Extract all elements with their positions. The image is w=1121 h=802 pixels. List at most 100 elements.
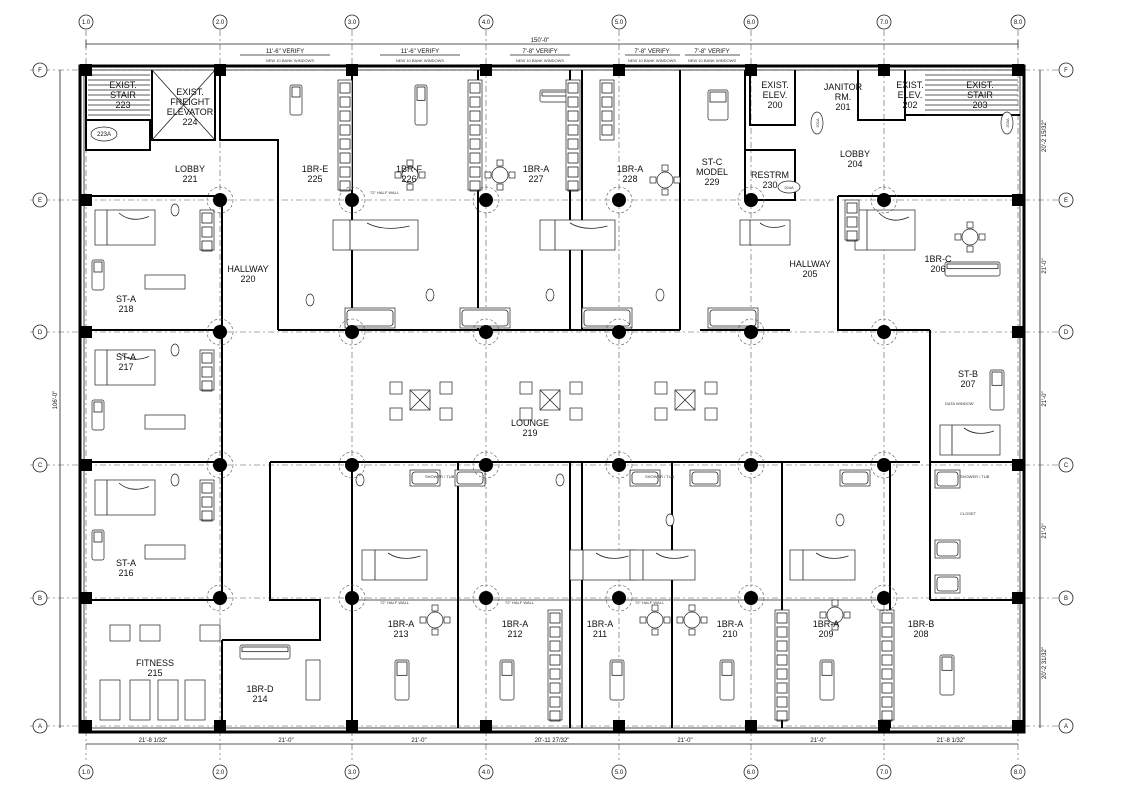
chair bbox=[819, 611, 827, 619]
column-ring bbox=[605, 451, 633, 479]
appliance bbox=[201, 352, 213, 364]
grid-row-label: A bbox=[38, 724, 42, 730]
grid-bubble bbox=[78, 14, 94, 30]
chair bbox=[661, 164, 669, 172]
grid-column-label: 5.0 bbox=[615, 770, 624, 776]
appliance bbox=[846, 202, 858, 214]
bed-cover bbox=[366, 222, 410, 229]
chair bbox=[419, 616, 427, 624]
sofa bbox=[989, 369, 1005, 411]
top-dim-2: 11'-6" VERIFY bbox=[401, 49, 439, 55]
appliance bbox=[881, 696, 893, 708]
grid-bubble bbox=[876, 764, 892, 780]
grid-column-label: 4.0 bbox=[482, 770, 491, 776]
tub-basin bbox=[583, 309, 631, 327]
chair bbox=[484, 171, 492, 179]
toilet bbox=[665, 513, 675, 527]
top-dimension-strings: 150'-0" 11'-6" VERIFY 11'-6" VERIFY 7'-8… bbox=[85, 38, 1019, 63]
bottom-dimensions: 21'-8 1/32" 21'-0" 21'-0" 20'-11 27/32" … bbox=[86, 738, 1018, 745]
column-ring bbox=[472, 584, 500, 612]
treadmill bbox=[129, 679, 151, 721]
column-square bbox=[613, 720, 625, 732]
left-dimension: 106'-0" bbox=[53, 70, 61, 728]
grid-bubble bbox=[32, 62, 48, 78]
lounge-chair bbox=[389, 381, 403, 395]
column-round bbox=[612, 591, 626, 605]
sofa bbox=[819, 659, 835, 701]
tub-basin bbox=[346, 309, 394, 327]
bathtub bbox=[629, 469, 661, 487]
sofa-back bbox=[991, 371, 1003, 386]
top-dim-5: 7'-8" VERIFY bbox=[694, 49, 729, 55]
treadmill bbox=[184, 679, 206, 721]
bed-cover bbox=[655, 552, 689, 559]
grid-bubble bbox=[876, 14, 892, 30]
half-wall-note-lower-3: 72" HALF WALL bbox=[635, 600, 665, 605]
chair bbox=[394, 171, 402, 179]
column-ring bbox=[870, 584, 898, 612]
appliance bbox=[339, 152, 351, 164]
column-ring bbox=[605, 584, 633, 612]
appliance bbox=[469, 138, 481, 150]
chair bbox=[966, 221, 974, 229]
bathtub bbox=[934, 469, 961, 489]
plan-notes: 72" HALF WALL 72" HALF WALL 72" HALF WAL… bbox=[370, 190, 990, 605]
column-ring bbox=[737, 186, 765, 214]
column-square bbox=[346, 720, 358, 732]
window-note-1: NEW 10 BANK WINDOWS bbox=[266, 58, 315, 63]
grid-row-label: D bbox=[38, 330, 43, 336]
appliance bbox=[776, 626, 788, 638]
appliance bbox=[567, 82, 579, 94]
toilet bbox=[555, 473, 565, 487]
grid-bubble bbox=[1058, 457, 1074, 473]
bed bbox=[569, 549, 636, 581]
column-round bbox=[479, 325, 493, 339]
column-square bbox=[80, 459, 92, 471]
appliance bbox=[776, 696, 788, 708]
column-ring bbox=[206, 186, 234, 214]
grid-column-label: 8.0 bbox=[1014, 770, 1023, 776]
fitness-bench bbox=[109, 624, 131, 642]
column-ring bbox=[737, 451, 765, 479]
exterior-walls bbox=[78, 64, 1026, 734]
column-round bbox=[345, 458, 359, 472]
toilet bbox=[425, 288, 435, 302]
chair bbox=[676, 616, 684, 624]
appliance bbox=[549, 668, 561, 680]
grid-bubble bbox=[1010, 14, 1026, 30]
column-round bbox=[213, 591, 227, 605]
shower-note-2: SHOWER / TUB bbox=[645, 474, 675, 479]
grid-bubble bbox=[1058, 590, 1074, 606]
bathtub bbox=[689, 469, 721, 487]
appliance bbox=[201, 366, 213, 378]
column-ring bbox=[605, 318, 633, 346]
column-square bbox=[1012, 326, 1024, 338]
column-round bbox=[744, 325, 758, 339]
column-round bbox=[345, 193, 359, 207]
right-dim-3: 21'-0" bbox=[1042, 391, 1048, 406]
column-square bbox=[745, 720, 757, 732]
fitness-bench bbox=[199, 624, 221, 642]
chair bbox=[406, 183, 414, 191]
column-ring bbox=[206, 318, 234, 346]
bed bbox=[361, 549, 428, 581]
tub-basin bbox=[936, 471, 959, 487]
appliance bbox=[469, 82, 481, 94]
column-round bbox=[744, 458, 758, 472]
chair bbox=[688, 628, 696, 636]
top-dim-3: 7'-8" VERIFY bbox=[522, 49, 557, 55]
dining-table bbox=[401, 166, 419, 184]
tub-basin bbox=[456, 471, 484, 485]
column-round bbox=[744, 591, 758, 605]
appliance bbox=[567, 110, 579, 122]
right-dim-5: 20'-2 31/32" bbox=[1042, 647, 1048, 679]
half-wall-note-upper: 72" HALF WALL bbox=[370, 190, 400, 195]
sofa-back bbox=[291, 86, 301, 98]
